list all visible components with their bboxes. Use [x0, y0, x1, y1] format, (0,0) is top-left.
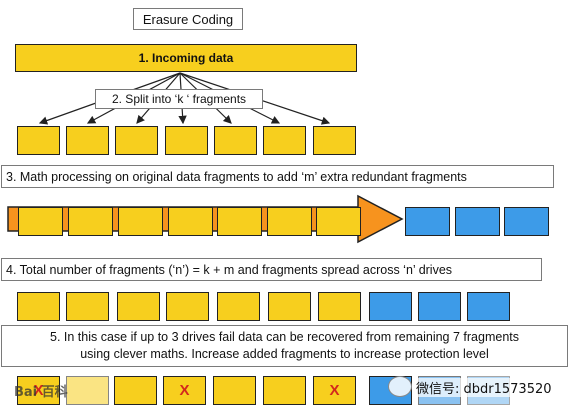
- failed-drive-fragment: X: [17, 376, 60, 405]
- data-fragment: [115, 126, 158, 155]
- step5-label: 5. In this case if up to 3 drives fail d…: [1, 325, 568, 367]
- drive-fragment: [117, 292, 160, 321]
- incoming-data-label: 1. Incoming data: [138, 51, 234, 65]
- data-fragment: [165, 126, 208, 155]
- drive-fragment: [66, 376, 109, 405]
- fail-x-icon: X: [179, 382, 190, 399]
- redundant-fragment: [405, 207, 450, 236]
- step2-label: 2. Split into ‘k ‘ fragments: [95, 89, 263, 109]
- data-fragment: [214, 126, 257, 155]
- data-fragment: [313, 126, 356, 155]
- redundant-drive-fragment: [418, 292, 461, 321]
- failed-drive-fragment: X: [163, 376, 206, 405]
- drive-fragment: [166, 292, 209, 321]
- step4-label: 4. Total number of fragments (‘n’) = k +…: [1, 258, 542, 281]
- step3-label: 3. Math processing on original data frag…: [1, 165, 554, 188]
- data-fragment: [217, 207, 262, 236]
- data-fragment: [68, 207, 113, 236]
- drive-fragment: [213, 376, 256, 405]
- step5-line2: using clever maths. Increase added fragm…: [80, 347, 489, 361]
- data-fragment: [17, 126, 60, 155]
- redundant-fragment: [455, 207, 500, 236]
- data-fragment: [316, 207, 361, 236]
- drive-fragment: [263, 376, 306, 405]
- drive-fragment: [318, 292, 361, 321]
- redundant-drive-fragment: [467, 292, 510, 321]
- step5-line1: 5. In this case if up to 3 drives fail d…: [50, 330, 519, 344]
- drive-fragment: [268, 292, 311, 321]
- baike-text: 百科: [41, 385, 68, 400]
- data-fragment: [168, 207, 213, 236]
- incoming-data-bar: 1. Incoming data: [15, 44, 357, 72]
- drive-fragment: [17, 292, 60, 321]
- redundant-drive-fragment: [369, 292, 412, 321]
- data-fragment: [18, 207, 63, 236]
- failed-drive-fragment: X: [313, 376, 356, 405]
- drive-fragment: [114, 376, 157, 405]
- redundant-fragment: [504, 207, 549, 236]
- drive-fragment: [66, 292, 109, 321]
- fail-x-icon: X: [329, 382, 340, 399]
- wechat-icon: [388, 376, 412, 397]
- data-fragment: [118, 207, 163, 236]
- diagram-title: Erasure Coding: [133, 8, 243, 30]
- baidu-logo-text: Bai: [14, 385, 38, 400]
- data-fragment: [66, 126, 109, 155]
- wechat-watermark: 微信号: dbdr1573520: [414, 378, 554, 397]
- baidu-watermark: Bai 百科: [14, 381, 68, 400]
- fail-x-icon: X: [33, 382, 44, 399]
- drive-fragment: [217, 292, 260, 321]
- data-fragment: [263, 126, 306, 155]
- data-fragment: [267, 207, 312, 236]
